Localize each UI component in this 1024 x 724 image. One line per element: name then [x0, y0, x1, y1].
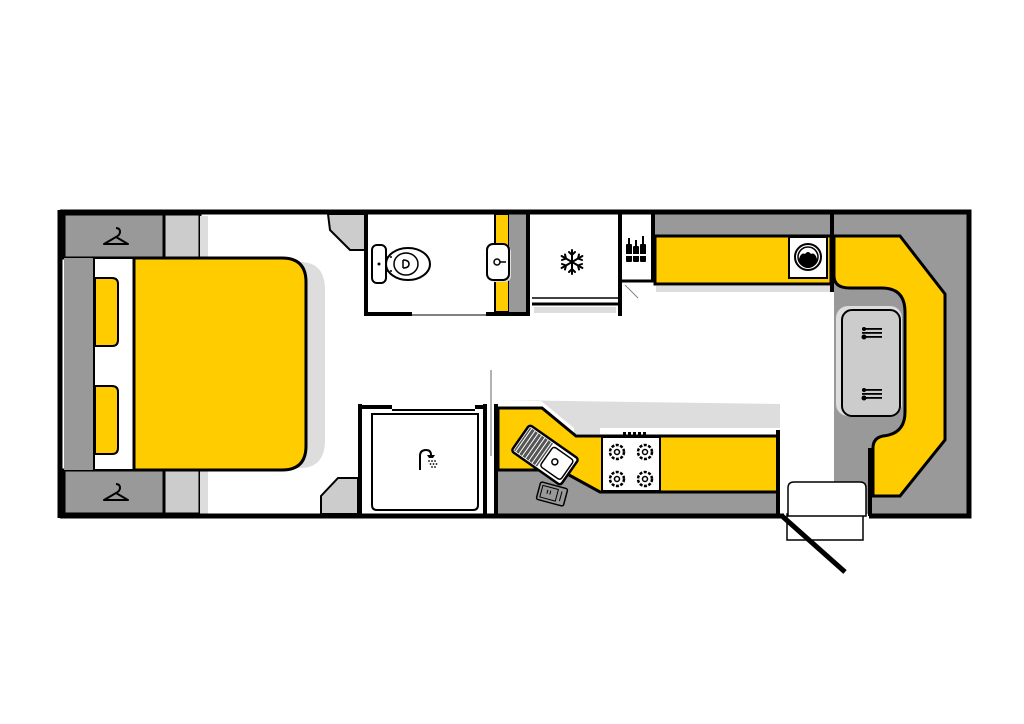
upper-bench-zone: [653, 212, 834, 292]
toilet: [371, 244, 431, 284]
u-shaped-seating: [832, 234, 947, 498]
kitchen-zone: [494, 400, 780, 516]
fridge-zone: [532, 212, 622, 316]
shower-icon: [419, 448, 438, 470]
hanger-icon: [103, 483, 129, 501]
wardrobe-top: [62, 212, 166, 260]
cooktop: [601, 432, 661, 492]
bedroom-zone: [62, 212, 325, 516]
bedside-cabinet-top: [162, 212, 202, 260]
sink: [511, 424, 579, 486]
shower-zone: [358, 370, 492, 516]
shower-tray: [371, 413, 479, 511]
entry-landing: [787, 481, 867, 517]
lounge-zone: [832, 214, 967, 516]
toilet-room-zone: [364, 212, 530, 316]
island-bed: [132, 256, 308, 472]
microwave-icon: [535, 481, 569, 507]
wardrobe-bottom: [62, 468, 166, 516]
vanity-cabinet: [509, 214, 527, 312]
outer-wall: [60, 209, 972, 519]
bedhead-cabinet: [64, 258, 94, 470]
bottles-icon: [625, 236, 647, 262]
burner-icon: [636, 470, 654, 488]
burner-icon: [636, 443, 654, 461]
pillow-top: [94, 277, 119, 347]
bedside-cabinet-bottom: [162, 468, 202, 516]
washing-machine-icon: [788, 236, 828, 279]
door-swing[interactable]: [780, 514, 847, 574]
dinette-table: [841, 309, 901, 417]
entry-step[interactable]: [786, 513, 864, 541]
hanger-icon: [103, 227, 129, 245]
wine-rack: [620, 212, 655, 299]
entry-door[interactable]: [780, 481, 867, 574]
cutlery-icon: [861, 327, 882, 340]
burner-icon: [608, 470, 626, 488]
burner-icon: [608, 443, 626, 461]
snowflake-icon: [560, 249, 584, 275]
cutlery-icon: [861, 388, 882, 401]
basin: [486, 243, 511, 282]
pillow-bottom: [94, 385, 119, 455]
